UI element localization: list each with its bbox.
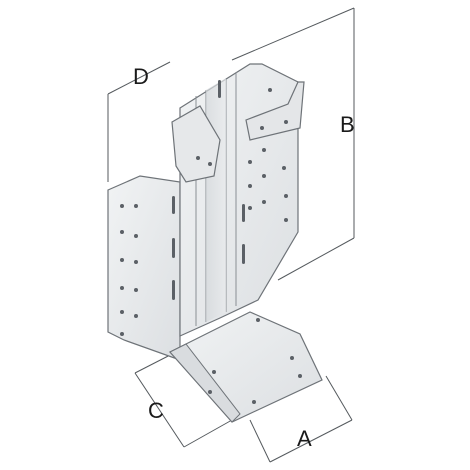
seat-front-lip xyxy=(169,343,241,423)
dim-d-line xyxy=(107,61,171,95)
back-plate xyxy=(179,63,299,337)
holes xyxy=(120,88,302,404)
top-left-tab xyxy=(171,105,221,183)
dim-a-ext-right xyxy=(325,375,353,421)
dim-c-line xyxy=(134,372,185,448)
dim-c-ext-bottom xyxy=(183,419,233,448)
dim-a-ext-left xyxy=(249,419,271,463)
left-flange xyxy=(107,175,181,361)
top-right-tab xyxy=(245,81,305,141)
dim-b-ext-top xyxy=(231,7,355,61)
dim-b-ext-bottom xyxy=(277,237,355,281)
dim-a-line xyxy=(269,419,353,463)
dimension-label-a: A xyxy=(297,426,312,451)
dimension-lines xyxy=(107,7,355,463)
channel-shade xyxy=(206,78,226,322)
dimension-label-d: D xyxy=(133,64,149,89)
dimension-label-b: B xyxy=(340,112,355,137)
slots xyxy=(172,80,245,300)
dimension-label-c: C xyxy=(148,398,164,423)
